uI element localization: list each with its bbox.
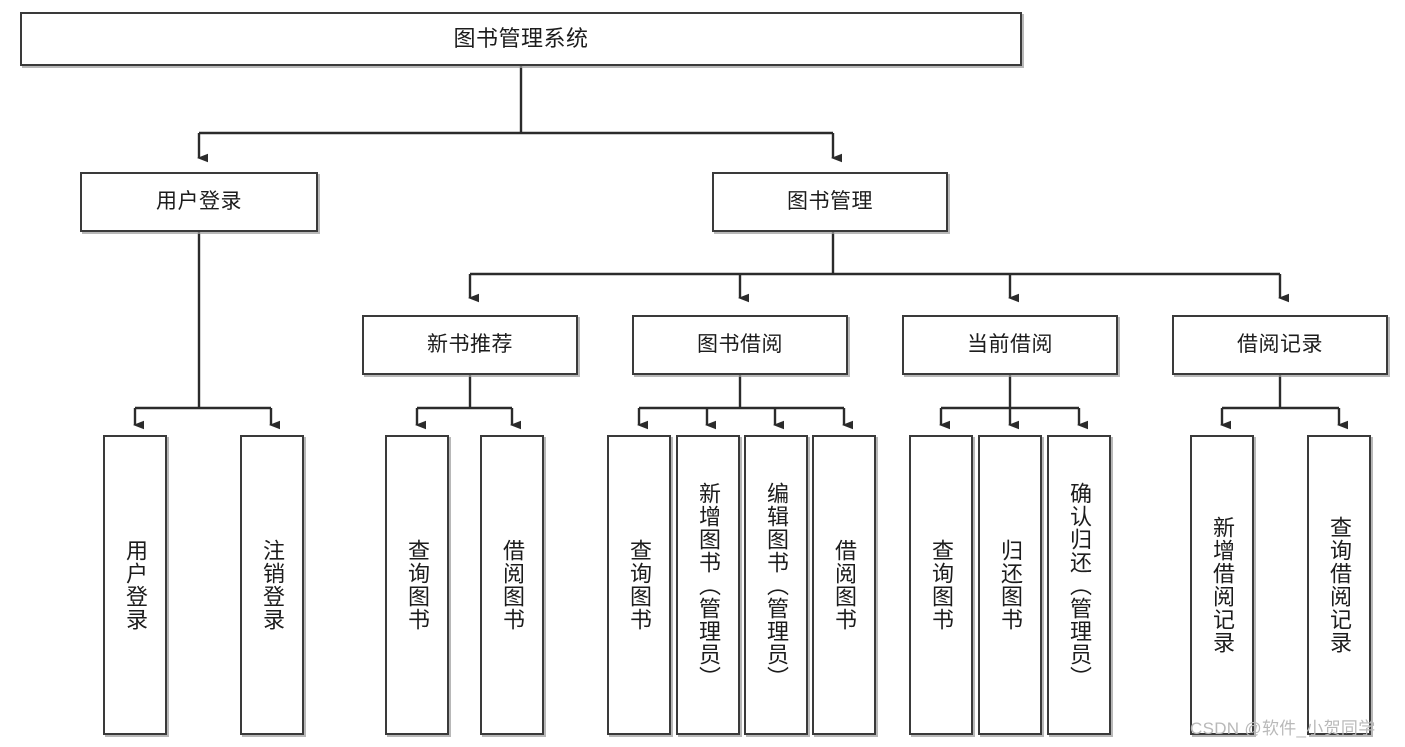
leaf-add-record[interactable]: 新增借阅记录 xyxy=(1190,435,1254,735)
leaf-logout-login[interactable]: 注销登录 xyxy=(240,435,304,735)
leaf-confirm-return[interactable]: 确认归还（管理员） xyxy=(1047,435,1111,735)
leaf-borrow-book-2[interactable]: 借阅图书 xyxy=(812,435,876,735)
leaf-edit-book-label: 编辑图书（管理员） xyxy=(763,481,789,689)
leaf-add-record-label: 新增借阅记录 xyxy=(1209,516,1235,654)
node-current-borrow-label: 当前借阅 xyxy=(967,332,1053,356)
leaf-borrow-book-1[interactable]: 借阅图书 xyxy=(480,435,544,735)
leaf-query-record[interactable]: 查询借阅记录 xyxy=(1307,435,1371,735)
leaf-query-book-2-label: 查询图书 xyxy=(626,539,652,631)
leaf-query-record-label: 查询借阅记录 xyxy=(1326,516,1352,654)
leaf-confirm-return-label: 确认归还（管理员） xyxy=(1066,481,1092,689)
leaf-borrow-book-1-label: 借阅图书 xyxy=(499,539,525,631)
leaf-user-login-label: 用户登录 xyxy=(122,539,148,631)
node-new-book-recommend[interactable]: 新书推荐 xyxy=(362,315,578,375)
leaf-user-login[interactable]: 用户登录 xyxy=(103,435,167,735)
watermark-text: CSDN @软件_小贺同学 xyxy=(1190,719,1376,738)
node-new-book-recommend-label: 新书推荐 xyxy=(427,332,513,356)
leaf-edit-book[interactable]: 编辑图书（管理员） xyxy=(744,435,808,735)
node-root[interactable]: 图书管理系统 xyxy=(20,12,1022,66)
leaf-add-book-label: 新增图书（管理员） xyxy=(695,481,721,689)
node-book-borrow-label: 图书借阅 xyxy=(697,332,783,356)
leaf-query-book-2[interactable]: 查询图书 xyxy=(607,435,671,735)
leaf-return-book[interactable]: 归还图书 xyxy=(978,435,1042,735)
node-user-login[interactable]: 用户登录 xyxy=(80,172,318,232)
leaf-query-book-3[interactable]: 查询图书 xyxy=(909,435,973,735)
node-book-borrow[interactable]: 图书借阅 xyxy=(632,315,848,375)
node-user-login-label: 用户登录 xyxy=(156,189,242,213)
leaf-return-book-label: 归还图书 xyxy=(997,539,1023,631)
node-book-manage[interactable]: 图书管理 xyxy=(712,172,948,232)
node-root-label: 图书管理系统 xyxy=(453,26,589,52)
node-borrow-record-label: 借阅记录 xyxy=(1237,332,1323,356)
node-book-manage-label: 图书管理 xyxy=(787,189,873,213)
leaf-logout-login-label: 注销登录 xyxy=(259,539,285,631)
leaf-query-book-1[interactable]: 查询图书 xyxy=(385,435,449,735)
leaf-query-book-3-label: 查询图书 xyxy=(928,539,954,631)
leaf-query-book-1-label: 查询图书 xyxy=(404,539,430,631)
leaf-borrow-book-2-label: 借阅图书 xyxy=(831,539,857,631)
node-borrow-record[interactable]: 借阅记录 xyxy=(1172,315,1388,375)
leaf-add-book[interactable]: 新增图书（管理员） xyxy=(676,435,740,735)
node-current-borrow[interactable]: 当前借阅 xyxy=(902,315,1118,375)
